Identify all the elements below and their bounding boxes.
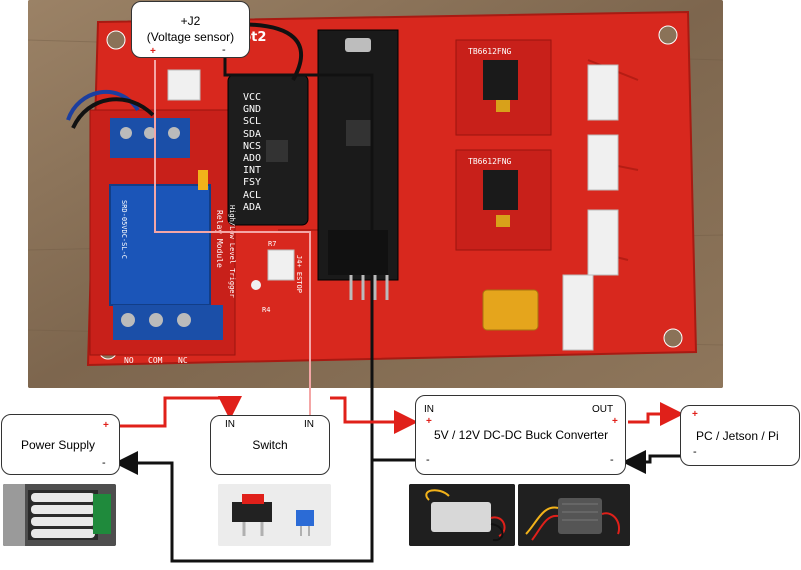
switch-in-left: IN (225, 419, 235, 430)
buck-photo-2-drawing (518, 484, 630, 546)
switch-label: Switch (252, 438, 288, 452)
power-supply-plus: + (103, 420, 109, 431)
imu-pin-label: ADA (243, 201, 262, 213)
voltage-sensor-plus: + (150, 46, 156, 57)
power-supply-box: Power Supply + - (1, 414, 120, 475)
buck-in-label: IN (424, 404, 434, 415)
imu-pin-label: ADO (243, 153, 262, 165)
voltage-sense-wire (154, 60, 311, 417)
imu-pin-label: SCL (243, 116, 262, 128)
pc-negative-wire (622, 450, 683, 474)
pc-plus: + (692, 409, 698, 420)
buck-out-plus: + (612, 416, 618, 427)
power-supply-label: Power Supply (21, 438, 96, 452)
buck-converter-box: IN OUT + + 5V / 12V DC-DC Buck Converter… (415, 395, 626, 475)
board-photo-drawing (28, 0, 723, 388)
battery-photo-drawing (3, 484, 116, 546)
voltage-sensor-box: +J2 (Voltage sensor) + - (131, 1, 250, 58)
pc-box: + PC / Jetson / Pi - (680, 405, 800, 466)
buck-out-minus: - (610, 454, 614, 466)
switch-photo (218, 484, 331, 546)
voltage-sensor-minus: - (222, 44, 226, 56)
switch-photo-drawing (218, 484, 331, 546)
relay-terminal-nc: NC (178, 356, 188, 365)
battery-photo (3, 484, 116, 546)
imu-pin-label: FSY (243, 177, 262, 189)
relay-terminal-no: NO (124, 356, 134, 365)
imu-pin-label: NCS (243, 140, 262, 152)
voltage-sensor-title: +J2 (180, 14, 201, 28)
imu-pin-label: SDA (243, 128, 262, 140)
pc-minus: - (693, 446, 697, 458)
buck-in-plus: + (426, 416, 432, 427)
imu-pin-label: ACL (243, 189, 262, 201)
buck-photo-1-drawing (409, 484, 515, 546)
buck-in-minus: - (426, 454, 430, 466)
switch-in-right: IN (304, 419, 314, 430)
pc-label: PC / Jetson / Pi (696, 429, 779, 443)
imu-pin-labels: VCC GND SCL SDA NCS ADO INT FSY ACL ADA (243, 92, 298, 214)
j2-negative-wire (114, 58, 374, 563)
buck-converter-photo-2 (518, 484, 630, 546)
imu-pin-label: GND (243, 104, 262, 116)
buck-out-label: OUT (592, 404, 614, 415)
buck-to-pc-wire (628, 402, 684, 426)
imu-pin-label: VCC (243, 92, 262, 103)
driver-chip-label-2: TB6612FNG (468, 157, 512, 166)
buck-converter-photo-1 (409, 484, 515, 546)
switch-to-buck-wire (330, 396, 418, 434)
voltage-sensor-subtitle: (Voltage sensor) (146, 30, 235, 44)
driver-chip-label-1: TB6612FNG (468, 47, 512, 56)
r4-label: R4 (262, 306, 271, 314)
switch-box: IN IN Switch (210, 415, 330, 475)
board-photo: obot2 VCC GND SCL SDA NCS ADO INT FSY AC… (28, 0, 723, 388)
relay-terminal-com: COM (148, 356, 163, 365)
buck-converter-label: 5V / 12V DC-DC Buck Converter (434, 428, 609, 442)
r7-label: R7 (268, 240, 277, 248)
imu-pin-label: INT (243, 165, 262, 177)
power-supply-minus: - (102, 457, 106, 469)
supply-positive-wire (120, 396, 242, 428)
